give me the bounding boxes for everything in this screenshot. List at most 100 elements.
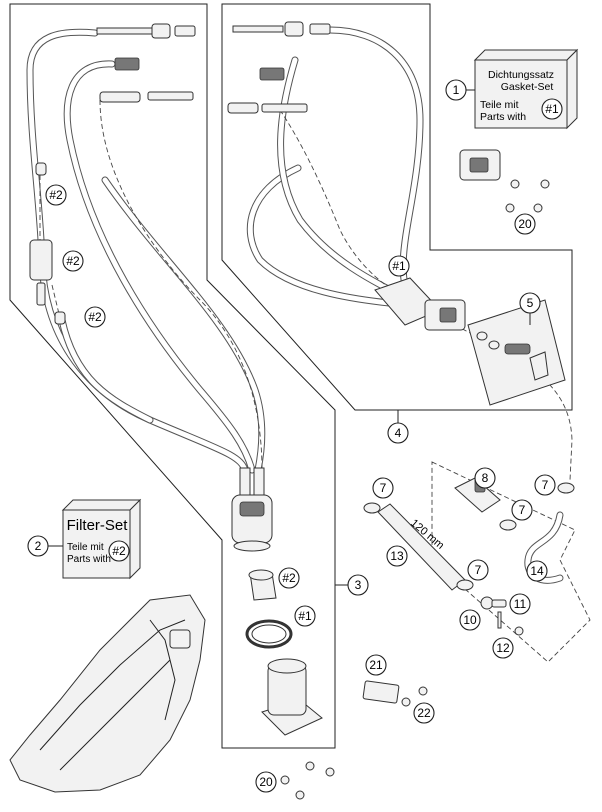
fuel-hose-left-lower-inner xyxy=(59,317,153,423)
svg-text:8: 8 xyxy=(482,471,489,485)
fuel-hose-right-2-inner xyxy=(247,165,413,308)
clamp-7-top xyxy=(557,482,575,494)
hose-14 xyxy=(524,511,564,584)
group-3-frame xyxy=(9,3,336,749)
callout-14: 14 xyxy=(526,560,548,582)
fuel-hose-left-inner xyxy=(101,176,266,474)
fuel-filter xyxy=(29,162,66,325)
clamp-7-mid xyxy=(499,519,517,531)
callout-12: 12 xyxy=(492,637,514,659)
svg-text:7: 7 xyxy=(380,481,387,495)
svg-text:7: 7 xyxy=(519,503,526,517)
connector-top-right-1 xyxy=(232,21,331,37)
callout-7-c: 7 xyxy=(467,559,489,581)
svg-text:#1: #1 xyxy=(298,609,312,623)
svg-text:14: 14 xyxy=(530,564,544,578)
pressure-regulator-top xyxy=(459,149,550,213)
connector-10 xyxy=(480,596,507,610)
svg-text:22: 22 xyxy=(417,706,431,720)
svg-text:11: 11 xyxy=(514,597,527,611)
svg-text:10: 10 xyxy=(463,613,477,627)
ref-1-ring: #1 xyxy=(294,605,316,627)
connector-top-right-3 xyxy=(227,102,308,114)
kit-1-line4: Parts with xyxy=(480,111,526,123)
svg-text:#2: #2 xyxy=(66,254,80,268)
svg-text:2: 2 xyxy=(35,539,42,553)
pump-sleeve xyxy=(248,569,277,601)
connector-top-left-2 xyxy=(114,57,140,71)
svg-text:13: 13 xyxy=(390,549,404,563)
group-4-frame xyxy=(221,3,573,411)
svg-text:20: 20 xyxy=(259,775,273,789)
dash-left-1 xyxy=(99,99,263,471)
kit-1-box xyxy=(473,48,579,130)
clamp-7-left xyxy=(363,502,381,514)
callout-1: 1 xyxy=(445,79,467,101)
svg-text:5: 5 xyxy=(527,296,534,310)
pump-o-ring xyxy=(245,619,293,649)
callout-22: 22 xyxy=(413,702,435,724)
pump-flange xyxy=(261,658,323,736)
fuel-pump-unit xyxy=(231,467,273,552)
kit-1-line1: Dichtungssatz xyxy=(488,69,554,81)
fuel-tank xyxy=(9,594,206,793)
ref-1-top: #1 xyxy=(388,255,410,277)
callout-4: 4 xyxy=(387,422,409,444)
svg-text:12: 12 xyxy=(496,641,510,655)
kit-2-ref: #2 xyxy=(108,540,130,562)
callout-7-b: 7 xyxy=(511,499,533,521)
svg-text:#1: #1 xyxy=(392,259,406,273)
screws-20-bottom xyxy=(280,761,335,800)
tank-flange-connector xyxy=(374,277,466,331)
screw-11 xyxy=(497,611,502,629)
kit-2-line3: Teile mit xyxy=(67,542,104,553)
svg-text:#1: #1 xyxy=(545,102,559,116)
fuel-hose-left-inner-inner xyxy=(102,177,265,473)
kit-1-line2: Gasket-Set xyxy=(501,81,554,93)
connector-top-right-2 xyxy=(259,67,285,81)
ref-2-c: #2 xyxy=(84,306,106,328)
svg-text:#2: #2 xyxy=(282,571,296,585)
callout-11: 11 xyxy=(509,593,531,615)
callout-5: 5 xyxy=(519,292,541,314)
clamp-7-low xyxy=(456,579,474,591)
callout-20-bottom: 20 xyxy=(255,771,277,793)
callout-7-d: 7 xyxy=(534,474,556,496)
connector-top-left-1 xyxy=(96,23,196,39)
svg-text:4: 4 xyxy=(395,426,402,440)
svg-text:1: 1 xyxy=(453,83,460,97)
connector-top-left-3 xyxy=(99,91,194,103)
svg-text:7: 7 xyxy=(542,478,549,492)
kit-2-title: Filter-Set xyxy=(67,517,129,534)
svg-text:#2: #2 xyxy=(112,544,126,558)
callout-3: 3 xyxy=(347,574,369,596)
kit-2-box xyxy=(61,498,142,580)
kit-1-ref: #1 xyxy=(541,98,563,120)
ref-2-b: #2 xyxy=(62,250,84,272)
screws-22 xyxy=(401,686,428,707)
bracket-21 xyxy=(362,680,400,704)
kit-2-line4: Parts with xyxy=(67,554,111,565)
callout-7-a: 7 xyxy=(372,477,394,499)
callout-13: 13 xyxy=(386,545,408,567)
fuel-hose-left-lower xyxy=(58,316,154,424)
callout-2: 2 xyxy=(27,535,49,557)
svg-text:#2: #2 xyxy=(49,188,63,202)
callout-20-top: 20 xyxy=(514,213,536,235)
ref-2-sleeve: #2 xyxy=(278,567,300,589)
callout-21: 21 xyxy=(365,654,387,676)
ref-2-a: #2 xyxy=(45,184,67,206)
kit-1-line3: Teile mit xyxy=(480,99,519,111)
hose-13 xyxy=(377,503,466,591)
callout-8: 8 xyxy=(474,467,496,489)
svg-text:7: 7 xyxy=(475,563,482,577)
svg-text:21: 21 xyxy=(369,658,383,672)
svg-text:3: 3 xyxy=(355,578,362,592)
washer-12 xyxy=(514,626,524,636)
callout-10: 10 xyxy=(459,609,481,631)
svg-text:#2: #2 xyxy=(88,310,102,324)
fuel-hose-left-middle-inner xyxy=(64,61,255,473)
part-5-box xyxy=(467,299,566,406)
fuel-hose-left-middle xyxy=(63,60,256,474)
